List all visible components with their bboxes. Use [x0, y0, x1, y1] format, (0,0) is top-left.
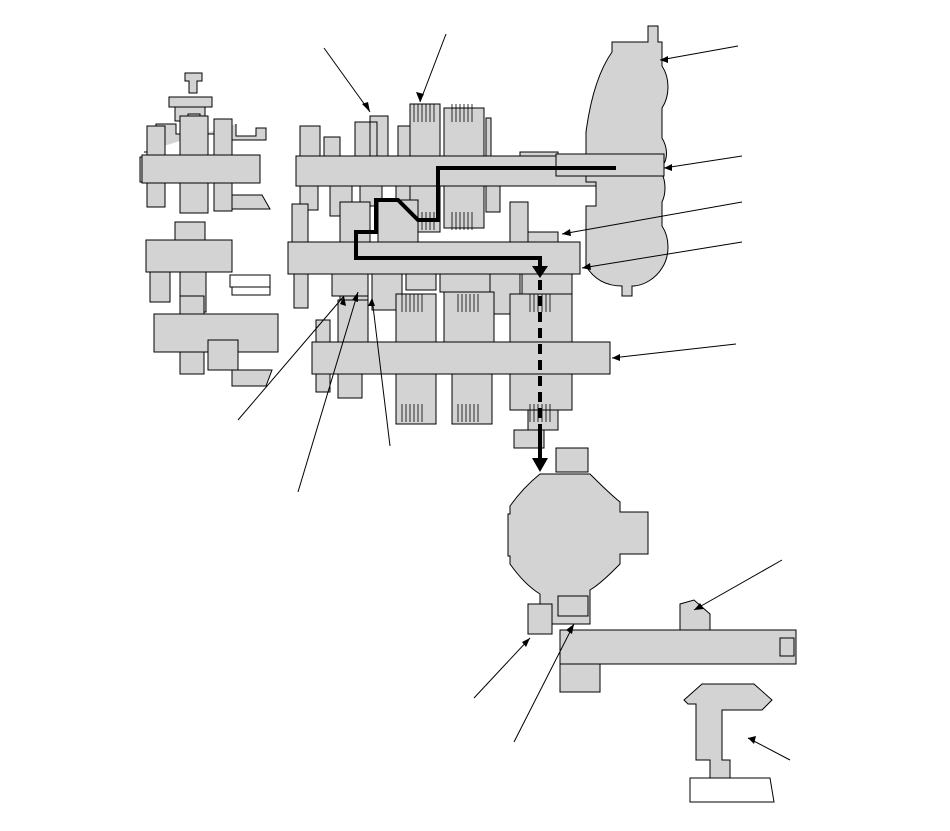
left-upper-shaft-body [141, 154, 261, 184]
callout-4-leader [663, 155, 743, 169]
axle-ring-gear [559, 599, 711, 693]
callout-9-leader [297, 291, 359, 493]
callout-10-leader [371, 297, 391, 447]
left-upper-small-gear [168, 72, 213, 122]
callout-2-leader [419, 33, 447, 103]
differential-side-gear-left [527, 595, 589, 635]
callout-6-leader [581, 241, 743, 269]
callout-arrowheads [340, 56, 756, 744]
callout-13-leader [513, 623, 575, 743]
output-shaft-gears-top [315, 291, 573, 343]
axle-shaft [559, 629, 797, 665]
axle-end [779, 637, 795, 657]
differential-case [507, 473, 649, 625]
callout-5-leader [561, 201, 743, 235]
differential [507, 429, 649, 635]
callout-8-leader [237, 295, 345, 421]
input-shaft-gears-top [299, 103, 559, 157]
callout-14-leader [747, 737, 791, 761]
left-lower-gear [179, 295, 273, 387]
power-flow-line [354, 166, 616, 270]
left-upper-hub-top [146, 115, 233, 156]
left-upper-hub-bottom [146, 182, 271, 214]
callout-1-leader [323, 47, 371, 113]
left-shaft-assembly [139, 72, 279, 387]
torque-converter-hub [555, 153, 665, 177]
final-drive [559, 599, 797, 803]
output-shaft-gears-bottom [315, 373, 573, 431]
callout-12-leader [473, 637, 531, 699]
power-flow-arrow-2 [532, 458, 548, 472]
left-middle-shaft [145, 239, 233, 273]
power-flow-arrow-1 [532, 266, 548, 278]
callout-3-leader [659, 45, 739, 61]
left-middle-sleeve [229, 274, 271, 296]
pinion-base [689, 777, 775, 803]
power-flow-path [354, 166, 616, 472]
callout-11-leader [693, 559, 783, 611]
pinion-gear [683, 683, 773, 785]
callout-leaders [237, 33, 791, 761]
callout-7-leader [611, 343, 737, 359]
main-gearbox [287, 103, 663, 431]
output-shaft [311, 341, 611, 375]
differential-drive-gear [513, 429, 589, 473]
